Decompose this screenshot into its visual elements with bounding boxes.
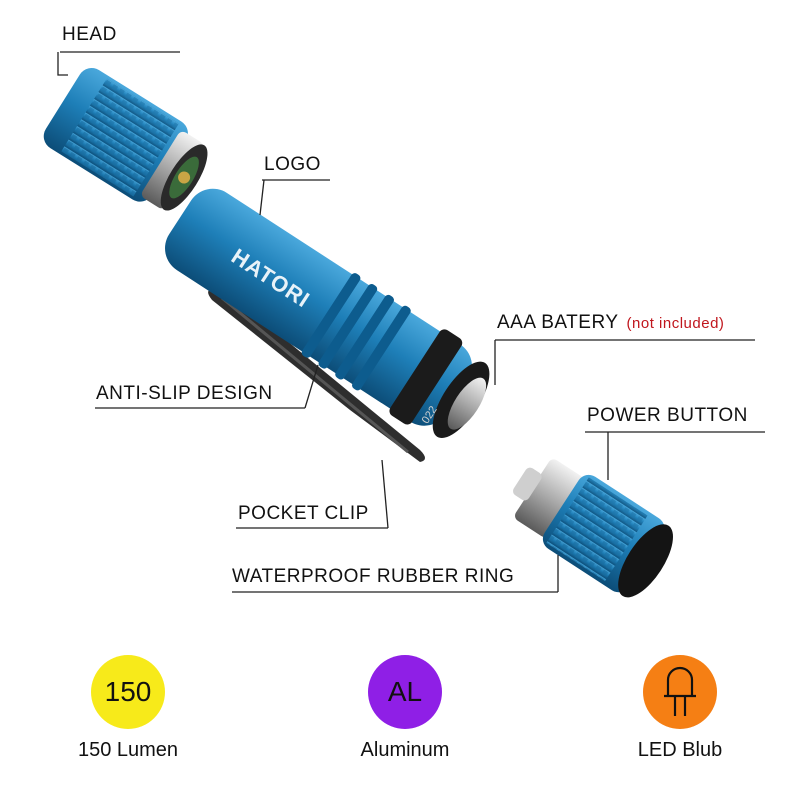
leader-clip xyxy=(381,459,389,529)
callout-battery: AAA BATERY (not included) xyxy=(497,312,724,334)
flashlight-illustration: HATORI 022 xyxy=(43,51,765,598)
leader-logo xyxy=(259,179,265,216)
feature-aluminum-label: Aluminum xyxy=(360,739,450,761)
feature-led: LED Blub xyxy=(580,655,780,762)
callout-battery-text: AAA BATERY xyxy=(497,312,619,333)
tail-cap xyxy=(512,459,673,598)
leader-lines xyxy=(57,51,765,593)
lumen-badge: 150 xyxy=(91,655,165,729)
led-bulb-icon xyxy=(664,666,696,716)
leader-head xyxy=(57,52,68,76)
feature-aluminum: AL Aluminum xyxy=(305,655,505,762)
feature-lumen-label: 150 Lumen xyxy=(77,739,179,761)
feature-lumen: 150 150 Lumen xyxy=(28,655,228,762)
feature-led-label: LED Blub xyxy=(637,739,723,761)
aluminum-badge: AL xyxy=(368,655,442,729)
callout-battery-note: (not included) xyxy=(626,315,725,332)
flashlight-body: HATORI 022 xyxy=(165,188,490,438)
flashlight-head xyxy=(43,67,208,211)
callout-pocket-clip: POCKET CLIP xyxy=(238,503,369,524)
callout-head: HEAD xyxy=(62,24,117,45)
callout-rubber-ring: WATERPROOF RUBBER RING xyxy=(232,566,515,587)
led-badge xyxy=(643,655,717,729)
leader-anti-slip xyxy=(304,364,319,409)
callout-anti-slip: ANTI-SLIP DESIGN xyxy=(96,383,273,404)
callout-logo: LOGO xyxy=(264,154,321,175)
callout-power-button: POWER BUTTON xyxy=(587,405,748,426)
